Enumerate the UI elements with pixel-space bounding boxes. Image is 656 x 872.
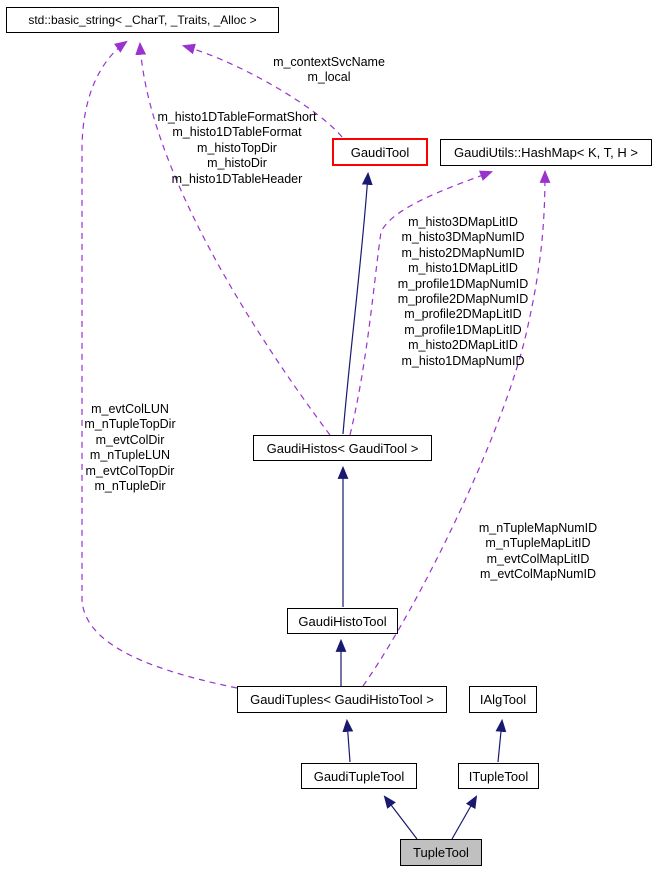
edge-gaudituples-uses-hashmap [362,169,551,687]
edge-gauditupletool-to-gaudituples [342,718,354,763]
node-gaudihistos[interactable]: GaudiHistos< GaudiTool > [253,435,432,461]
edge-label-ntuple-maps: m_nTupleMapNumID m_nTupleMapLitID m_evtC… [478,521,598,582]
node-gauditupletool[interactable]: GaudiTupleTool [301,763,417,789]
node-ialgtool[interactable]: IAlgTool [469,686,537,713]
edge-gaudituples-uses-string [81,40,238,689]
node-std-basic-string[interactable]: std::basic_string< _CharT, _Traits, _All… [6,7,279,33]
edge-label-histo-maps: m_histo3DMapLitID m_histo3DMapNumID m_hi… [397,215,529,368]
edge-gaudihistos-uses-hashmap [349,170,494,436]
node-gaudiutils-hashmap[interactable]: GaudiUtils::HashMap< K, T, H > [440,139,652,166]
edge-gauditool-uses-string [181,43,343,138]
node-gaudituples[interactable]: GaudiTuples< GaudiHistoTool > [237,686,447,713]
edge-gaudihistos-to-gauditool [342,171,373,435]
node-gaudihistotool[interactable]: GaudiHistoTool [287,608,398,634]
node-tupletool-current: TupleTool [400,839,482,866]
edge-tupletool-to-gauditupletool [383,795,418,840]
edge-tupletool-to-itupletool [451,795,478,840]
edge-gaudihistos-uses-string [135,41,331,436]
edge-label-histo-table: m_histo1DTableFormatShort m_histo1DTable… [157,110,317,186]
edge-label-context-svc: m_contextSvcName m_local [273,55,385,85]
node-gauditool[interactable]: GaudiTool [332,138,428,166]
edge-itupletool-to-ialgtool [495,718,507,763]
edge-label-evtcol-dirs: m_evtColLUN m_nTupleTopDir m_evtColDir m… [84,402,176,494]
node-itupletool[interactable]: ITupleTool [458,763,539,789]
